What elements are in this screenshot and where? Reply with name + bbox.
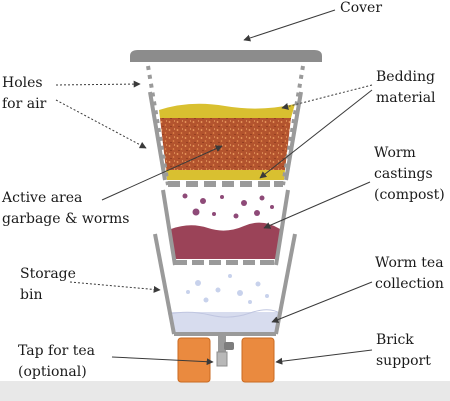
arrow-bedding	[281, 84, 373, 110]
falling-castings	[182, 193, 274, 219]
active-grate	[168, 181, 283, 187]
arrow-holes-2	[55, 99, 147, 149]
ground	[0, 381, 450, 401]
brick-left	[177, 337, 211, 383]
leader-arrows	[55, 9, 373, 366]
cover	[130, 50, 322, 62]
label-cover: Cover	[340, 0, 383, 16]
brick-right	[241, 337, 275, 383]
castings-tray	[161, 189, 290, 266]
arrow-tea	[271, 281, 373, 323]
tea-droplets	[186, 274, 269, 304]
arrow-storage	[69, 281, 161, 293]
arrow-bedding-2	[259, 89, 373, 179]
arrow-active	[101, 145, 223, 201]
tap	[216, 334, 234, 367]
arrow-brick	[275, 349, 373, 365]
active-tray	[146, 65, 305, 187]
arrow-cover	[243, 9, 336, 42]
arrow-tap	[111, 356, 214, 366]
arrow-holes-1	[55, 80, 141, 88]
castings-grate	[175, 260, 274, 265]
label-tap-for-tea: Tap for tea(optional)	[18, 343, 96, 380]
arrow-castings	[263, 181, 371, 229]
